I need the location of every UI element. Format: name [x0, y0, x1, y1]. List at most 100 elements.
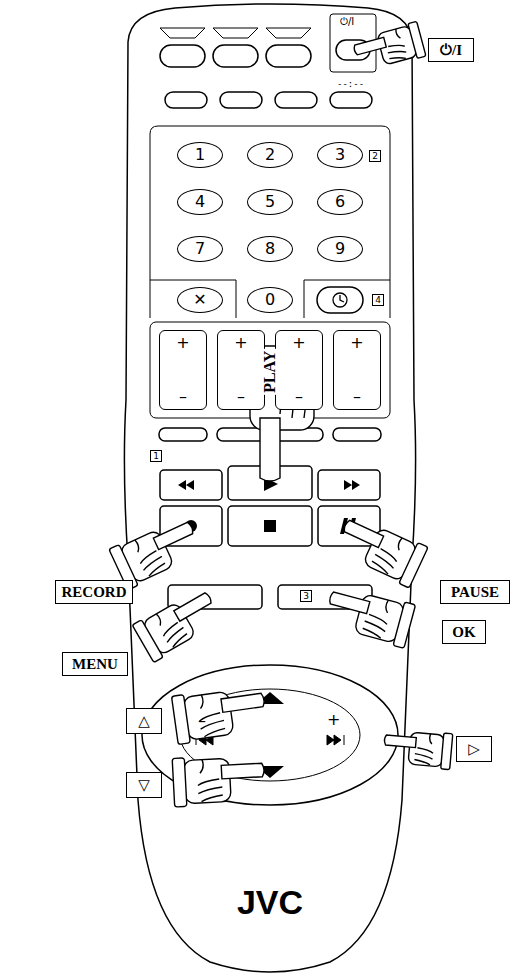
- hand-stroke: [221, 763, 264, 779]
- button-text: 4: [195, 194, 205, 210]
- button-text: +: [292, 335, 305, 351]
- rocker-button: +–: [217, 330, 265, 410]
- callout-box: MENU: [62, 652, 128, 676]
- stop-icon: [264, 520, 276, 532]
- button-text: –: [295, 389, 303, 405]
- button-text: ▽: [138, 778, 150, 793]
- pointing-hand: [132, 585, 224, 663]
- top-button: [160, 45, 205, 67]
- hand-stroke: [370, 531, 407, 576]
- button-text: +: [234, 335, 247, 351]
- small-oval: [217, 428, 265, 441]
- pointing-hand: [109, 514, 204, 590]
- oval-button: [275, 92, 317, 108]
- number-button: 2: [247, 142, 293, 168]
- callout-box: △: [126, 708, 162, 734]
- display-label: --:--: [337, 80, 364, 90]
- button-text: 7: [195, 241, 205, 257]
- number-button: 4: [177, 189, 223, 215]
- button-text: OK: [452, 625, 475, 640]
- hand-stroke: [130, 533, 167, 578]
- remote-body: [124, 4, 415, 972]
- hand-stroke: [393, 602, 416, 648]
- number-button: 1: [177, 142, 223, 168]
- hand-stroke: [152, 606, 189, 649]
- rocker-button: +–: [159, 330, 207, 410]
- oval-button: [165, 92, 207, 108]
- callout-box: ⏻/I: [428, 38, 474, 62]
- top-button: [213, 45, 258, 67]
- play-callout: PLAY: [261, 349, 279, 395]
- top-tabs: [160, 28, 311, 38]
- pointing-hand: [322, 583, 415, 648]
- rewind-icon: [178, 480, 194, 490]
- button-text: –: [353, 389, 361, 405]
- button-text: △: [138, 714, 150, 729]
- callout-box: ▷: [456, 736, 492, 762]
- skip-fwd-icon: [327, 735, 344, 745]
- number-button: 0: [247, 287, 293, 313]
- hand-stroke: [414, 733, 435, 765]
- button-text: 2: [265, 147, 275, 163]
- rewind-button: [160, 470, 222, 500]
- pointing-hand: [382, 728, 452, 770]
- callout-box: ▽: [126, 772, 162, 798]
- button-text: 4: [375, 296, 381, 305]
- button-text: 1: [195, 147, 205, 163]
- stop-button: [228, 506, 312, 546]
- hand-stroke: [174, 592, 213, 621]
- button-text: 6: [335, 194, 345, 210]
- number-panel: [150, 126, 390, 318]
- callout-number: 4: [372, 294, 384, 306]
- jog-minus: –: [198, 712, 206, 730]
- button-text: ⏻/I: [440, 43, 462, 58]
- hand-stroke: [382, 28, 407, 63]
- jog-plus: +: [327, 711, 340, 729]
- pointing-hand: [172, 684, 269, 745]
- clock-icon: [333, 293, 347, 307]
- button-text: 3: [335, 147, 345, 163]
- hand-stroke: [172, 758, 187, 807]
- clock-button: [317, 287, 363, 313]
- button-text: MENU: [72, 657, 118, 672]
- hand-stroke: [384, 735, 416, 748]
- callout-number: 3: [300, 590, 312, 602]
- button-text: 5: [265, 194, 275, 210]
- button-text: 8: [265, 241, 275, 257]
- number-button: 6: [317, 189, 363, 215]
- rocker-button: +–: [333, 330, 381, 410]
- hand-stroke: [132, 620, 163, 663]
- button-text: ✕: [193, 292, 206, 308]
- button-text: RECORD: [61, 585, 126, 600]
- pointing-hand: [333, 512, 428, 588]
- hand-stroke: [408, 21, 426, 58]
- cancel-button: ✕: [177, 287, 223, 313]
- number-button: 9: [317, 236, 363, 262]
- button-text: –: [179, 389, 187, 405]
- hand-stroke: [361, 596, 393, 639]
- oval-button: [220, 92, 262, 108]
- power-label: ⏻/I: [340, 16, 354, 27]
- button-text: ▷: [468, 742, 480, 757]
- number-button: 7: [177, 236, 223, 262]
- hand-stroke: [196, 692, 226, 737]
- number-button: 8: [247, 236, 293, 262]
- small-oval: [159, 428, 207, 441]
- hand-stroke: [343, 520, 384, 548]
- button-text: +: [350, 335, 363, 351]
- callout-box: OK: [442, 620, 486, 644]
- callout-number: 1: [150, 450, 162, 462]
- rocker-button: +–: [275, 330, 323, 410]
- button-text: PAUSE: [451, 585, 499, 600]
- pointing-hand: [172, 754, 266, 807]
- button-text: 2: [372, 152, 378, 161]
- button-text: 1: [153, 452, 159, 461]
- small-oval: [333, 428, 381, 441]
- hand-stroke: [329, 591, 370, 613]
- ffwd-icon: [344, 480, 360, 490]
- top-button: [266, 45, 311, 67]
- oval-button: [330, 92, 372, 108]
- ffwd-button: [318, 470, 380, 500]
- hand-stroke: [353, 37, 386, 55]
- hand-stroke: [260, 418, 280, 481]
